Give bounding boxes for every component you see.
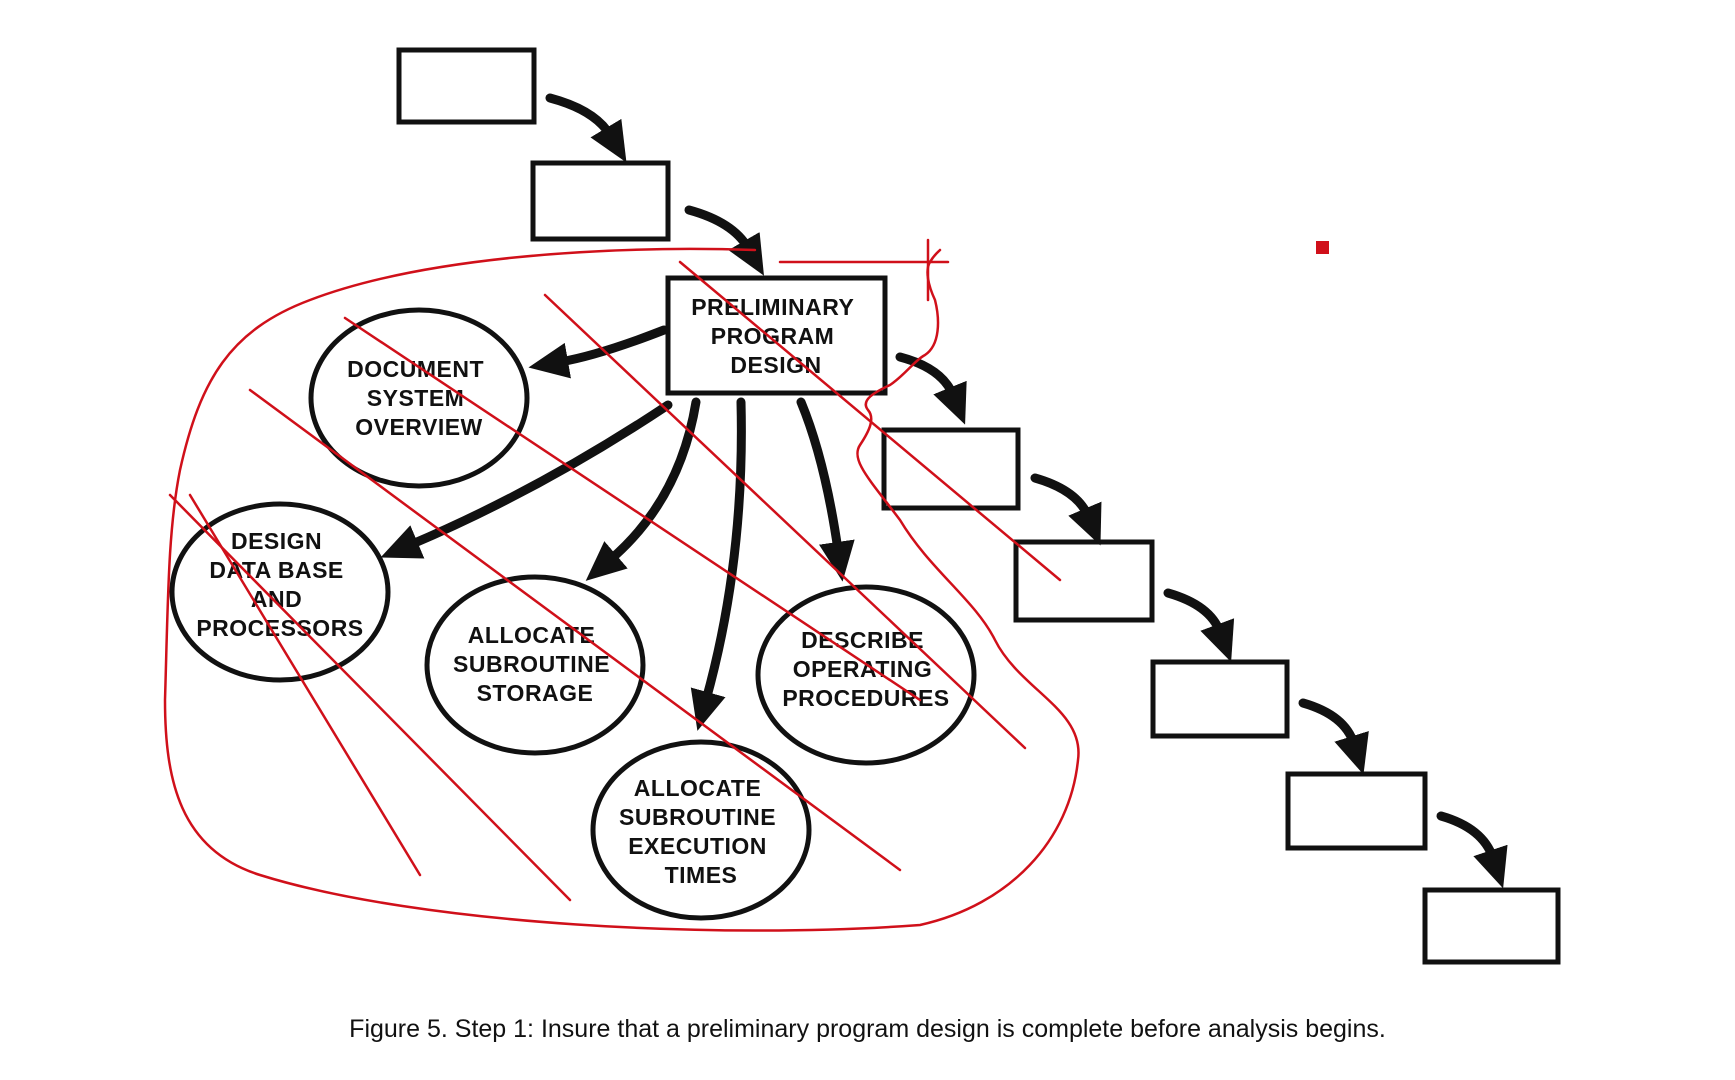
arrow-to-allocate-storage bbox=[585, 397, 701, 581]
hatch-line bbox=[343, 316, 922, 702]
node-label-line: PROCESSORS bbox=[196, 615, 363, 641]
flow-arrow bbox=[1030, 473, 1102, 546]
arrow-to-describe-procedures bbox=[796, 397, 855, 582]
arrow-to-allocate-execution bbox=[690, 397, 746, 731]
node-label-line: EXECUTION bbox=[628, 833, 767, 859]
node-label-line: DATA BASE bbox=[209, 557, 343, 583]
svg-text:ALLOCATE SUBROUTINE: ALLOCATE SUBROUTINE STORAGE bbox=[453, 622, 617, 706]
svg-text:DOCUMENT SYSTEM OV: DOCUMENT SYSTEM OVERVIEW bbox=[347, 356, 491, 440]
node-label-line: SUBROUTINE bbox=[453, 651, 610, 677]
node-document-system-overview: DOCUMENT SYSTEM OVERVIEW bbox=[308, 307, 530, 489]
step-box-6 bbox=[1150, 659, 1290, 739]
main-box-line-3: DESIGN bbox=[730, 352, 821, 378]
preliminary-program-design-box: PRELIMINARY PROGRAM DESIGN bbox=[665, 275, 888, 396]
main-box-line-1: PRELIMINARY bbox=[691, 294, 854, 320]
node-label-line: TIMES bbox=[665, 862, 738, 888]
svg-text:DESCRIBE OPERATING: DESCRIBE OPERATING PROCEDURES bbox=[782, 627, 949, 711]
node-label-line: ALLOCATE bbox=[468, 622, 596, 648]
waterfall-steps bbox=[396, 47, 1561, 965]
node-design-data-base: DESIGN DATA BASE AND PROCESSORS bbox=[169, 501, 391, 683]
flow-arrow bbox=[1436, 811, 1508, 889]
hatch-line bbox=[188, 493, 422, 877]
step-box-5 bbox=[1013, 539, 1155, 623]
node-label-line: OPERATING bbox=[793, 656, 933, 682]
node-allocate-subroutine-execution-times: ALLOCATE SUBROUTINE EXECUTION TIMES bbox=[590, 739, 812, 921]
hatch-line bbox=[543, 293, 1027, 750]
annotation-outline bbox=[163, 247, 1080, 932]
node-allocate-subroutine-storage: ALLOCATE SUBROUTINE STORAGE bbox=[424, 574, 646, 756]
step-box-1 bbox=[396, 47, 537, 125]
node-label-line: SUBROUTINE bbox=[619, 804, 776, 830]
svg-text:PRELIMINARY PROGRAM: PRELIMINARY PROGRAM DESIGN bbox=[691, 294, 861, 378]
hatch-line bbox=[678, 260, 1062, 582]
node-label-line: DESCRIBE bbox=[801, 627, 924, 653]
step-box-8 bbox=[1422, 887, 1561, 965]
flow-arrow bbox=[684, 205, 765, 276]
red-dot bbox=[1316, 241, 1329, 254]
node-label-line: PROCEDURES bbox=[782, 685, 949, 711]
red-annotation bbox=[163, 238, 1329, 932]
flow-arrow bbox=[545, 93, 627, 163]
svg-text:DESIGN DATA BASE A: DESIGN DATA BASE AND PROCESSORS bbox=[196, 528, 363, 641]
arrow-to-design-data-base bbox=[380, 400, 673, 559]
node-label-line: STORAGE bbox=[477, 680, 594, 706]
hatch-line bbox=[168, 493, 572, 902]
step-box-7 bbox=[1285, 771, 1428, 851]
main-box-line-2: PROGRAM bbox=[711, 323, 835, 349]
figure-caption: Figure 5. Step 1: Insure that a prelimin… bbox=[349, 1015, 1386, 1043]
svg-text:ALLOCATE SUBROUTINE: ALLOCATE SUBROUTINE EXECUTION TIMES bbox=[619, 775, 783, 888]
step-box-2 bbox=[530, 160, 671, 242]
step-box-4 bbox=[881, 427, 1021, 511]
waterfall-arrows bbox=[545, 93, 1508, 889]
flow-arrow bbox=[1163, 588, 1235, 663]
hatch-line bbox=[248, 388, 902, 872]
node-label-line: DESIGN bbox=[231, 528, 322, 554]
design-arrows bbox=[380, 325, 855, 731]
node-label-line: OVERVIEW bbox=[355, 414, 483, 440]
flow-arrow bbox=[895, 352, 967, 425]
flow-arrow bbox=[1298, 698, 1369, 775]
arrow-to-document-overview bbox=[528, 325, 669, 379]
node-label-line: ALLOCATE bbox=[634, 775, 762, 801]
node-label-line: SYSTEM bbox=[367, 385, 465, 411]
node-label-line: DOCUMENT bbox=[347, 356, 484, 382]
